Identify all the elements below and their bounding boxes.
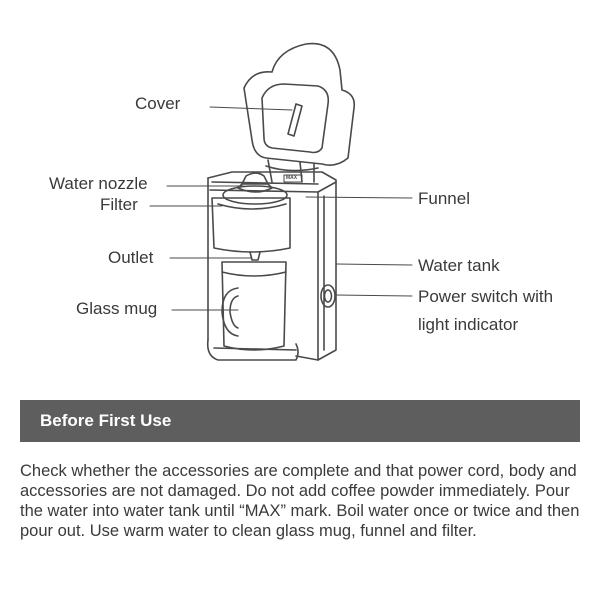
label-water-tank: Water tank [418,256,500,275]
product-diagram: Cover Water nozzle Filter Outlet Glass m… [49,42,554,361]
coffee-maker-illustration [149,42,413,361]
label-filter: Filter [100,195,138,214]
max-mark-label: MAX [286,175,298,181]
label-water-nozzle: Water nozzle [49,174,148,193]
funnel-assembly [211,172,291,261]
glass-mug [221,261,287,351]
section-header-bar: Before First Use [20,400,580,442]
label-cover: Cover [135,94,181,113]
leader-lines [149,106,413,311]
machine-body [207,171,337,361]
section-title: Before First Use [40,411,172,430]
cover-lid [243,42,356,183]
label-power-switch-line1: Power switch with [418,287,554,306]
label-outlet: Outlet [108,248,154,267]
label-funnel: Funnel [418,189,470,208]
instructions-paragraph: Check whether the accessories are comple… [20,462,580,540]
label-glass-mug: Glass mug [76,299,158,318]
label-power-switch-line2: light indicator [418,315,519,334]
drip-tray [206,339,299,361]
